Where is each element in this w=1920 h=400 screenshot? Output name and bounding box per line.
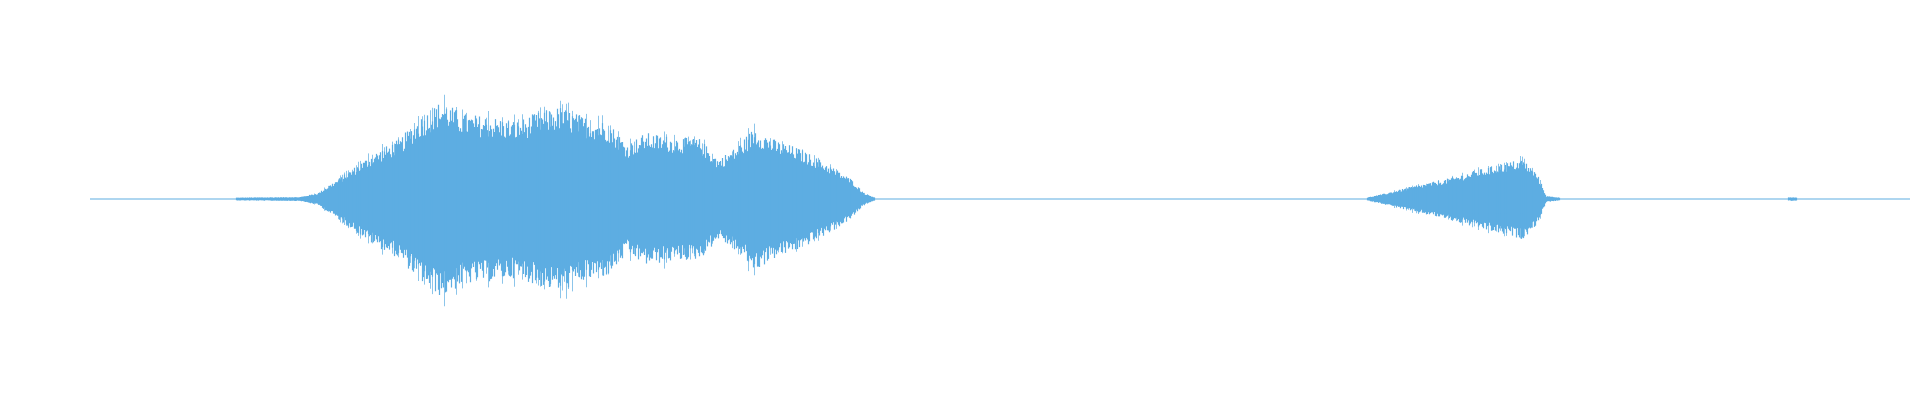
- waveform-amplitude-path: [235, 104, 1798, 295]
- waveform-peaks-path: [314, 94, 1541, 307]
- waveform-samples: [235, 94, 1798, 307]
